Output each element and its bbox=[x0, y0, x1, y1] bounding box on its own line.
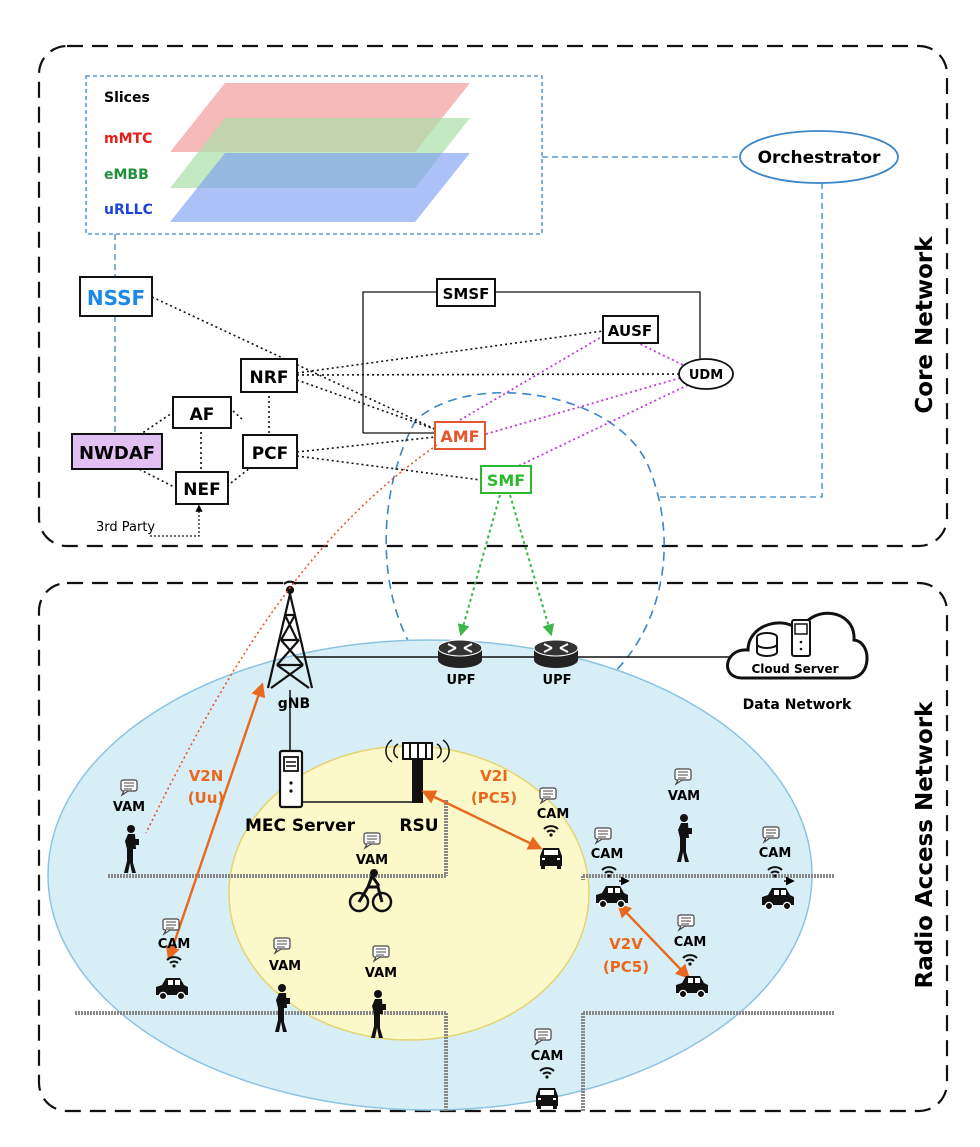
ausf-node bbox=[602, 315, 659, 344]
cyclist-icon bbox=[348, 869, 393, 913]
vam-label: VAM bbox=[269, 959, 301, 974]
v2n-label: V2N bbox=[189, 767, 224, 785]
upf-router-icon bbox=[437, 639, 483, 669]
smf-node bbox=[480, 465, 532, 494]
smsf-link-left bbox=[362, 291, 436, 433]
pcf-node bbox=[242, 434, 298, 469]
core-slice-scope bbox=[385, 392, 665, 715]
vam-label: VAM bbox=[668, 789, 700, 804]
slice-label-mmtc: mMTC bbox=[104, 131, 152, 147]
slices-box bbox=[85, 75, 543, 235]
nrf-label: NRF bbox=[250, 368, 289, 388]
smsf-link-right bbox=[496, 291, 701, 361]
nwdaf-node bbox=[71, 433, 163, 470]
smsf-node bbox=[436, 278, 496, 307]
smf-upf-links bbox=[457, 494, 555, 637]
v2i-label: V2I bbox=[480, 767, 508, 785]
v2v-link bbox=[617, 902, 690, 980]
vam-label: VAM bbox=[365, 966, 397, 981]
car-icon bbox=[540, 848, 562, 869]
slice-plane-urllc bbox=[170, 153, 470, 222]
roads bbox=[75, 800, 835, 1111]
orchestrator-node bbox=[739, 130, 899, 184]
gnb-tower-icon bbox=[266, 580, 314, 689]
third-party-label: 3rd Party bbox=[96, 520, 155, 535]
amf-node bbox=[434, 421, 486, 450]
v2i-interface-label: (PC5) bbox=[471, 789, 517, 807]
vam-label: VAM bbox=[113, 800, 145, 815]
service-links bbox=[134, 296, 681, 489]
nef-label: NEF bbox=[183, 480, 220, 500]
udm-label: UDM bbox=[689, 368, 723, 383]
ran-label: Radio Access Network bbox=[912, 701, 938, 989]
ran-boundary bbox=[37, 581, 949, 1113]
core-network-boundary bbox=[37, 44, 949, 548]
core-network-label: Core Network bbox=[912, 236, 938, 414]
upf-label-2: UPF bbox=[543, 673, 572, 688]
cloud-icon bbox=[726, 611, 869, 680]
cam-label: CAM bbox=[537, 807, 570, 822]
v2n-link bbox=[165, 682, 266, 961]
nrf-node bbox=[240, 358, 298, 393]
nssf-label: NSSF bbox=[87, 286, 145, 310]
cam-label: CAM bbox=[674, 935, 707, 950]
rsu-antenna-icon bbox=[385, 739, 450, 803]
pcf-label: PCF bbox=[252, 444, 289, 464]
orchestration-links bbox=[114, 156, 823, 498]
cloud-server-label: Cloud Server bbox=[751, 662, 838, 676]
orchestrator-label: Orchestrator bbox=[758, 148, 881, 168]
v2i-link bbox=[421, 790, 543, 850]
amf-ue-signalling bbox=[145, 444, 438, 834]
car-icon bbox=[536, 1088, 558, 1109]
af-node bbox=[172, 396, 232, 429]
mec-server-label: MEC Server bbox=[245, 816, 356, 836]
slices-title: Slices bbox=[104, 90, 150, 106]
cam-label: CAM bbox=[759, 846, 792, 861]
auth-links bbox=[459, 335, 691, 471]
nssf-node bbox=[79, 276, 153, 317]
upf-label-1: UPF bbox=[447, 673, 476, 688]
mec-server-icon bbox=[278, 749, 304, 809]
v2n-interface-label: (Uu) bbox=[188, 789, 225, 807]
cam-label: CAM bbox=[591, 847, 624, 862]
rsu-label: RSU bbox=[399, 816, 438, 836]
data-network-label: Data Network bbox=[743, 697, 852, 713]
slice-label-urllc: uRLLC bbox=[104, 202, 153, 218]
cam-label: CAM bbox=[531, 1049, 564, 1064]
v2v-label: V2V bbox=[609, 935, 643, 953]
af-label: AF bbox=[190, 405, 215, 425]
amf-label: AMF bbox=[440, 427, 479, 446]
nef-node bbox=[175, 471, 229, 505]
udm-node bbox=[678, 358, 734, 390]
smsf-label: SMSF bbox=[443, 285, 490, 303]
cam-label: CAM bbox=[158, 937, 191, 952]
slice-label-embb: eMBB bbox=[104, 167, 149, 183]
vam-label: VAM bbox=[356, 853, 388, 868]
v2v-interface-label: (PC5) bbox=[603, 958, 649, 976]
nwdaf-label: NWDAF bbox=[79, 443, 155, 464]
smf-label: SMF bbox=[487, 471, 525, 490]
upf-router-icon bbox=[533, 639, 579, 669]
ausf-label: AUSF bbox=[608, 322, 652, 340]
gnb-label: gNB bbox=[278, 696, 310, 712]
